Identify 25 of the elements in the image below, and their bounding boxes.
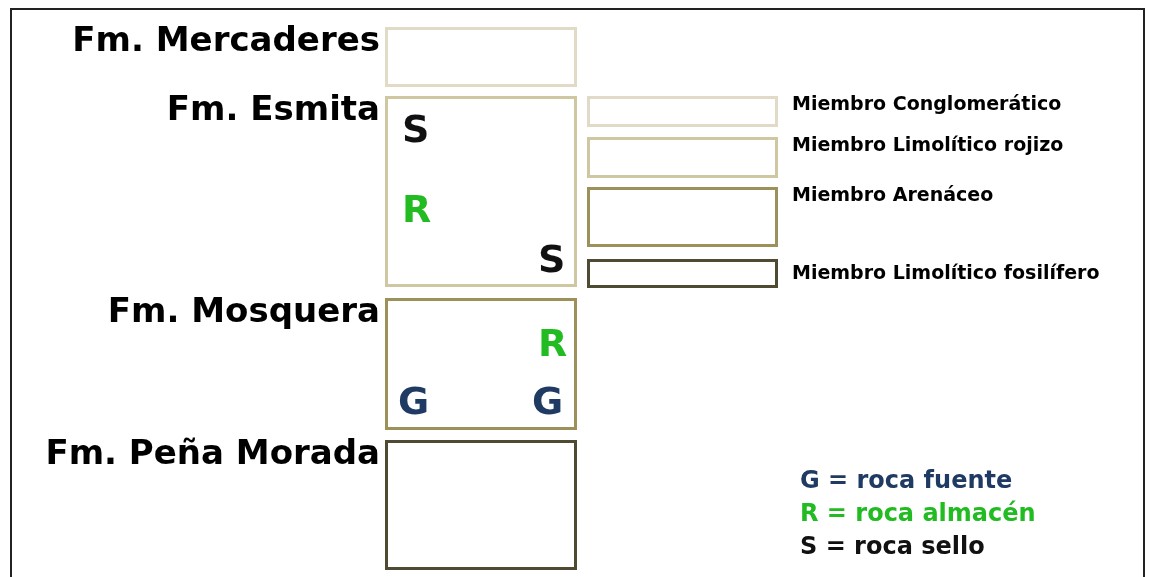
formation-box — [587, 259, 778, 288]
formation-box — [385, 27, 577, 87]
member-name: Miembro Limolítico rojizo — [792, 133, 1064, 155]
rock-type-letter: G — [398, 379, 430, 423]
legend-entry: G = roca fuente — [800, 466, 1013, 494]
rock-type-letter: S — [538, 237, 566, 281]
member-name: Miembro Limolítico fosilífero — [792, 261, 1100, 283]
formation-box — [385, 298, 577, 430]
formation-name: Fm. Mercaderes — [72, 19, 380, 59]
formation-name: Fm. Peña Morada — [45, 432, 380, 472]
formation-box — [587, 187, 778, 247]
formation-name: Fm. Mosquera — [107, 290, 380, 330]
rock-type-letter: R — [402, 187, 432, 231]
formation-box — [587, 96, 778, 127]
legend-entry: R = roca almacén — [800, 499, 1036, 527]
formation-name: Fm. Esmita — [166, 88, 380, 128]
rock-type-letter: G — [532, 379, 564, 423]
legend-entry: S = roca sello — [800, 532, 985, 560]
rock-type-letter: S — [402, 107, 430, 151]
formation-box — [385, 440, 577, 570]
rock-type-letter: R — [538, 321, 568, 365]
member-name: Miembro Arenáceo — [792, 183, 994, 205]
formation-box — [587, 137, 778, 178]
formation-box — [385, 96, 577, 287]
member-name: Miembro Conglomerático — [792, 92, 1062, 114]
